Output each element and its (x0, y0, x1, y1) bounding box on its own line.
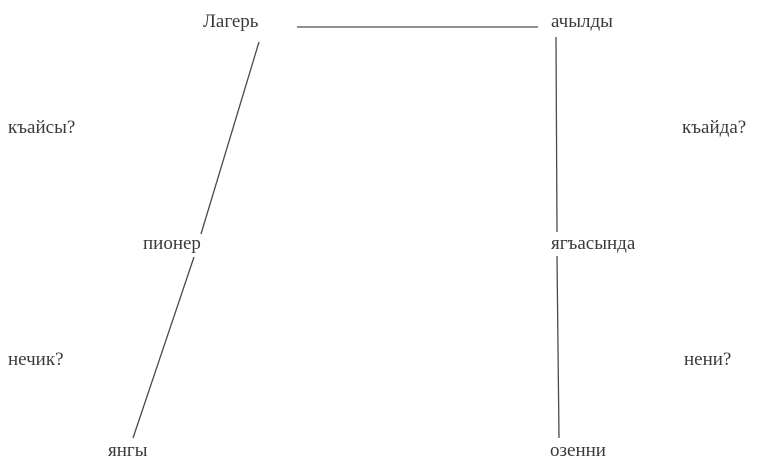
line-achyldy-yagasynda (555, 36, 558, 233)
line-pioner-yangy (132, 256, 195, 439)
question-kaysy: къайсы? (8, 117, 76, 138)
line-yagasynda-ozenni (556, 255, 560, 439)
question-neni: нени? (684, 349, 732, 370)
question-nechik: нечик? (8, 349, 64, 370)
word-ozenni: озенни (550, 440, 606, 461)
line-lager-pioner (200, 41, 260, 235)
word-yangy: янгы (108, 440, 148, 461)
question-kayda: къайда? (682, 117, 747, 138)
word-lager: Лагерь (203, 11, 259, 32)
word-achyldy: ачылды (551, 11, 613, 32)
word-yagasynda: ягъасында (551, 233, 636, 254)
word-pioner: пионер (143, 233, 201, 254)
